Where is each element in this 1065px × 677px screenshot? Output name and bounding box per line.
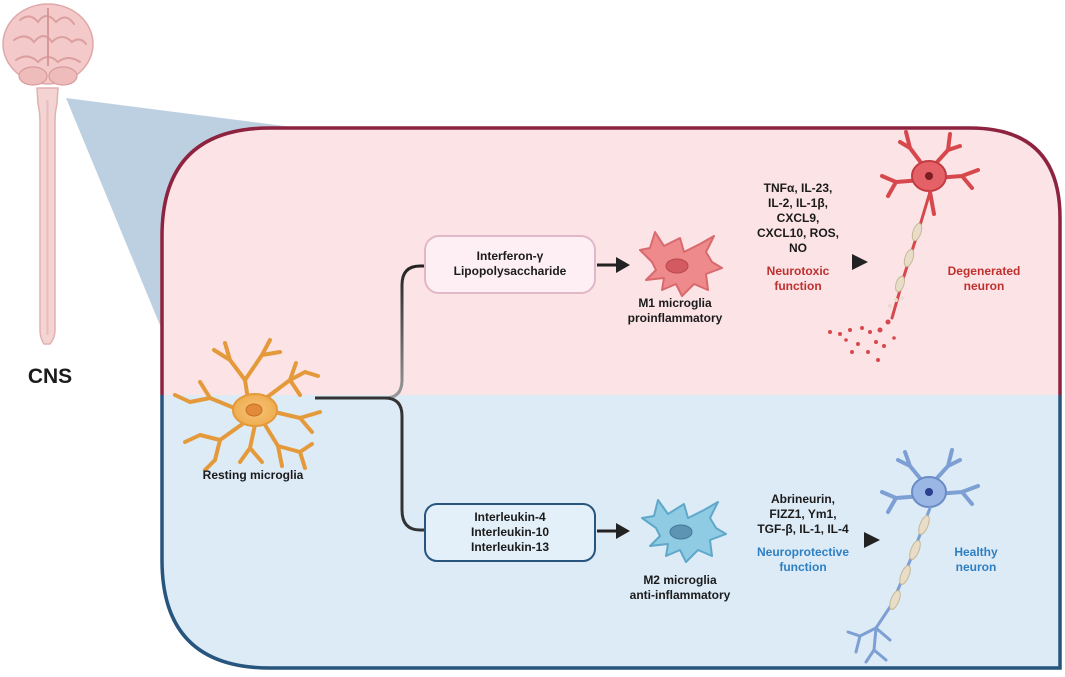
branch-up-line <box>315 264 425 400</box>
m2-stimulus-arrow <box>616 523 630 539</box>
resting-microglia-cell <box>173 338 322 472</box>
m2-cell-label-line-2: anti-inflammatory <box>629 588 731 602</box>
degenerated-line-1: Degenerated <box>947 264 1021 278</box>
m2-stimulus-box <box>424 503 596 562</box>
m1-mediator-line-1: TNFα, IL-23, <box>763 181 833 195</box>
cns-label: CNS <box>27 365 73 388</box>
m2-cell-label-line-1: M2 microglia <box>643 573 717 587</box>
m2-stimulus-line-1: Interleukin-4 <box>474 510 546 524</box>
m2-stimulus-text: Interleukin-4 Interleukin-10 Interleukin… <box>425 510 595 555</box>
panel-border-bottom <box>160 395 1062 670</box>
healthy-line-1: Healthy <box>954 545 998 559</box>
degenerated-line-2: neuron <box>963 279 1005 293</box>
m1-mediator-line-2: IL-2, IL-1β, <box>768 196 828 210</box>
neuroprotective-line-2: function <box>779 560 827 574</box>
cns-illustration <box>2 3 94 345</box>
healthy-neuron <box>846 448 980 664</box>
resting-microglia-label: Resting microglia <box>202 468 304 482</box>
m1-stimulus-box <box>424 235 596 294</box>
m1-mediator-line-3: CXCL9, <box>776 211 820 225</box>
m1-cell-label-line-2: proinflammatory <box>627 311 723 325</box>
m1-microglia-cell <box>639 231 723 297</box>
m1-mediators: TNFα, IL-23, IL-2, IL-1β, CXCL9, CXCL10,… <box>742 181 854 256</box>
neurotoxic-arrow <box>852 254 868 270</box>
degenerated-neuron-label: Degenerated neuron <box>934 264 1034 294</box>
m2-cell-label: M2 microglia anti-inflammatory <box>610 573 750 603</box>
m2-stimulus-line-3: Interleukin-13 <box>470 540 550 554</box>
neurotoxic-line-2: function <box>774 279 822 293</box>
m2-mediator-line-2: FIZZ1, Ym1, <box>769 507 837 521</box>
healthy-neuron-label: Healthy neuron <box>936 545 1016 575</box>
anti-inflammatory-region <box>162 395 1060 668</box>
m1-cell-label-line-1: M1 microglia <box>638 296 712 310</box>
neurotoxic-function-label: Neurotoxic function <box>742 264 854 294</box>
branch-down-line <box>315 396 425 532</box>
m1-mediator-line-5: NO <box>789 241 807 255</box>
m2-mediator-line-3: TGF-β, IL-1, IL-4 <box>757 522 849 536</box>
m1-stimulus-arrow <box>616 257 630 273</box>
m2-mediators: Abrineurin, FIZZ1, Ym1, TGF-β, IL-1, IL-… <box>740 492 866 537</box>
m1-stimulus-line-1: Interferon-γ <box>476 249 544 263</box>
healthy-line-2: neuron <box>955 560 997 574</box>
neuroprotective-arrow <box>864 532 880 548</box>
m1-cell-label: M1 microglia proinflammatory <box>610 296 740 326</box>
m1-stimulus-line-2: Lipopolysaccharide <box>453 264 567 278</box>
m1-mediator-line-4: CXCL10, ROS, <box>756 226 840 240</box>
m2-mediator-line-1: Abrineurin, <box>770 492 835 506</box>
degenerated-neuron <box>828 130 980 362</box>
panel-border-top <box>160 126 1062 395</box>
neurotoxic-line-1: Neurotoxic <box>766 264 830 278</box>
m2-microglia-cell <box>641 499 727 563</box>
neuroprotective-line-1: Neuroprotective <box>756 545 850 559</box>
m1-stimulus-text: Interferon-γ Lipopolysaccharide <box>425 249 595 279</box>
m2-stimulus-line-2: Interleukin-10 <box>470 525 550 539</box>
neuroprotective-function-label: Neuroprotective function <box>738 545 868 575</box>
